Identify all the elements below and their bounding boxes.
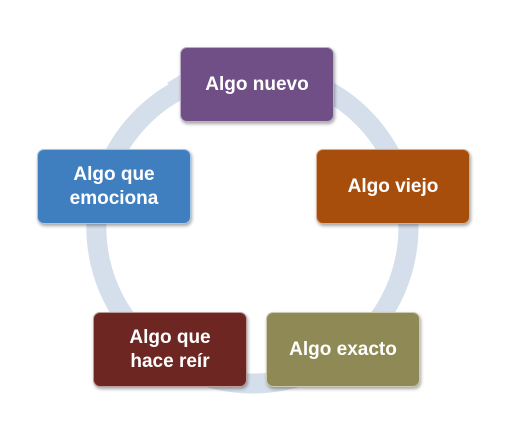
node-label: Algo que emociona <box>69 163 159 209</box>
node-label: Algo exacto <box>289 338 397 360</box>
node-label: Algo viejo <box>347 175 439 197</box>
node-label: Algo que hace reír <box>129 326 211 372</box>
node-algo-exacto: Algo exacto <box>266 312 420 387</box>
node-label: Algo nuevo <box>205 73 309 95</box>
node-algo-que-hace-reir: Algo que hace reír <box>93 312 247 387</box>
node-algo-viejo: Algo viejo <box>316 149 470 224</box>
node-algo-que-emociona: Algo que emociona <box>37 149 191 224</box>
node-algo-nuevo: Algo nuevo <box>180 47 334 122</box>
